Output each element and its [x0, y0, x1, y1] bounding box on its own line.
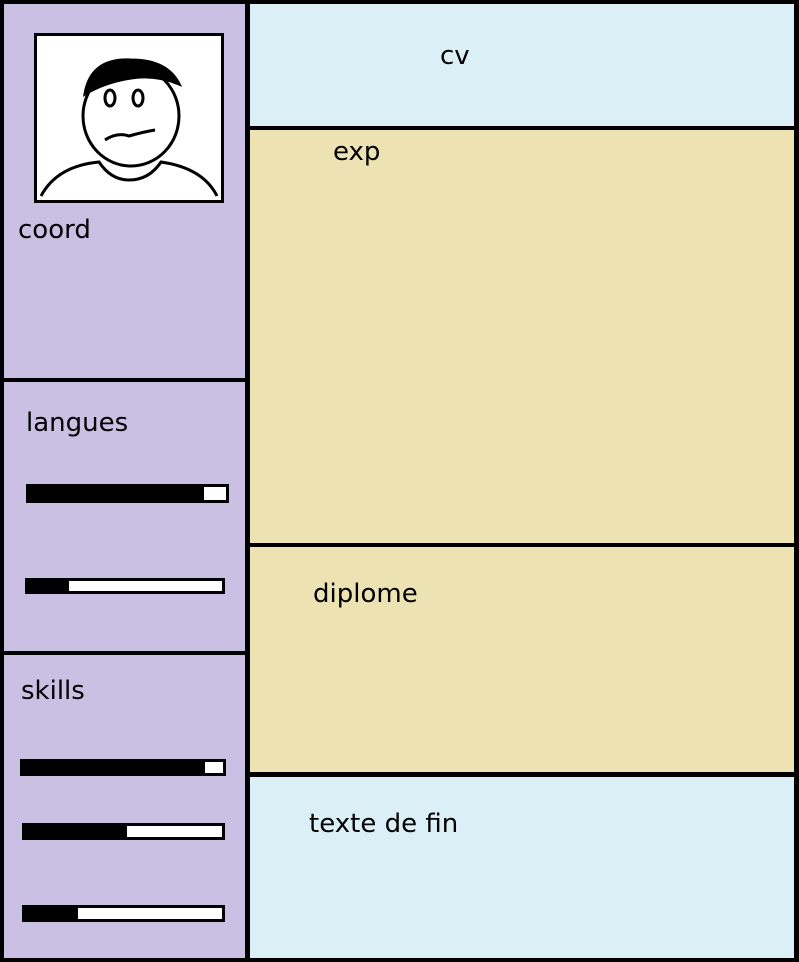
diplome-section: diplome — [250, 547, 794, 772]
exp-section: exp — [250, 130, 794, 543]
language-level-bar — [26, 484, 229, 503]
skill-level-bar — [20, 759, 226, 776]
page-title: cv — [440, 41, 470, 71]
skills-section: skills — [4, 655, 245, 958]
profile-photo — [34, 33, 224, 203]
langues-label: langues — [26, 408, 129, 438]
language-level-bar — [25, 578, 225, 594]
bar-remainder — [204, 487, 226, 500]
skill-level-bar — [22, 905, 225, 922]
footer-section: texte de fin — [250, 777, 794, 958]
footer-label: texte de fin — [309, 809, 459, 839]
coord-label: coord — [18, 215, 91, 245]
bar-remainder — [78, 908, 222, 919]
face-sketch-icon — [39, 58, 219, 197]
skills-label: skills — [21, 676, 85, 706]
langues-section: langues — [4, 382, 245, 651]
bar-remainder — [127, 826, 222, 837]
header-section: cv — [250, 4, 794, 126]
diplome-label: diplome — [313, 579, 418, 609]
exp-label: exp — [333, 137, 381, 167]
coord-section: coord — [4, 4, 245, 378]
bar-remainder — [205, 762, 223, 773]
skill-level-bar — [22, 823, 225, 840]
bar-remainder — [68, 581, 222, 591]
